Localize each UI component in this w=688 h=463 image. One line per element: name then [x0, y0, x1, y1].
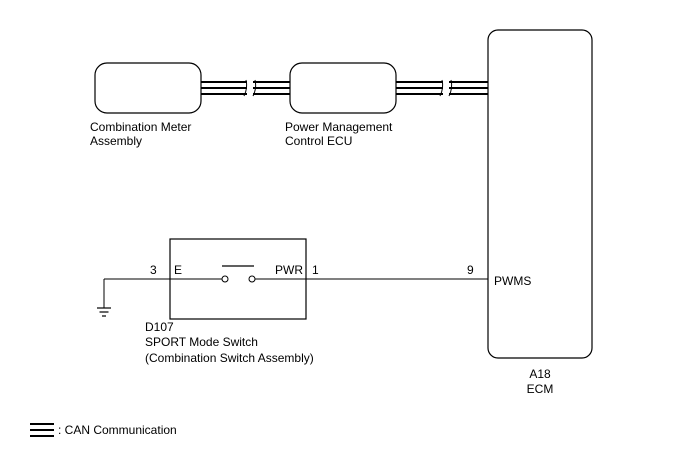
ecm-pin-number: 9	[467, 263, 474, 277]
can-legend-icon	[30, 423, 54, 437]
switch-subname-label: (Combination Switch Assembly)	[145, 351, 314, 365]
ecm-name-label: ECM	[527, 382, 554, 396]
power-management-ecu-box	[289, 62, 397, 114]
ground-icon	[97, 278, 170, 317]
ecm-connector-label: A18	[529, 367, 551, 381]
ecm-box	[487, 29, 593, 359]
ecm-pin-name: PWMS	[494, 274, 531, 288]
can-bus-segment-meter-to-pm	[200, 78, 290, 98]
switch-pin-right-name: PWR	[275, 263, 303, 277]
can-bus-segment-pm-to-ecm	[396, 78, 488, 98]
combination-meter-label-line2: Assembly	[90, 134, 142, 148]
power-management-label-line2: Control ECU	[285, 134, 352, 148]
combination-meter-label-line1: Combination Meter	[90, 120, 191, 134]
switch-pin-right-number: 1	[312, 263, 319, 277]
switch-pin-left-number: 3	[150, 263, 157, 277]
combination-meter-box	[94, 62, 202, 114]
switch-connector-label: D107	[145, 320, 174, 334]
switch-name-label: SPORT Mode Switch	[145, 335, 258, 349]
can-legend-label: : CAN Communication	[58, 423, 177, 437]
switch-contact-symbol	[170, 265, 306, 283]
switch-pin-left-name: E	[174, 263, 182, 277]
power-management-label-line1: Power Management	[285, 120, 393, 134]
